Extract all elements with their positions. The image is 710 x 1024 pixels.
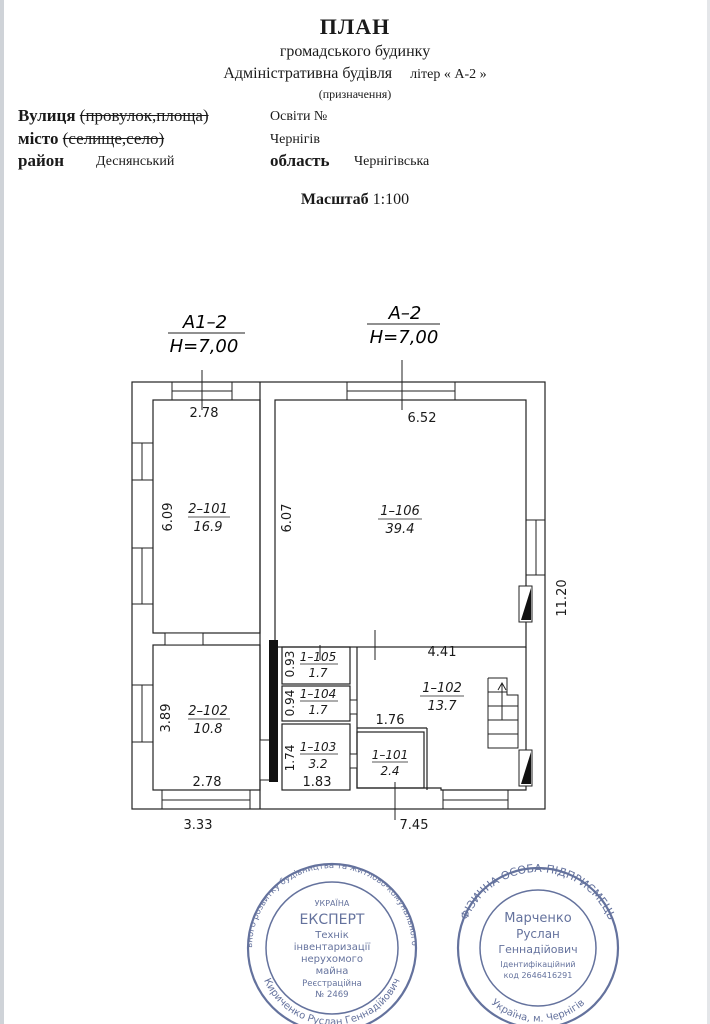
room-label-area: 39.4 <box>386 522 415 537</box>
document-subtitle: громадського будинку <box>279 43 431 60</box>
room-label-id: 1–105 <box>300 650 337 664</box>
right-stamp-line: Ідентифікаційний <box>500 960 575 969</box>
dim-label: 1.83 <box>303 775 332 790</box>
staircase <box>487 677 519 749</box>
right-stamp-line: Геннадійович <box>498 943 577 956</box>
room-label-area: 10.8 <box>194 722 223 737</box>
purpose-note: (призначення) <box>318 87 392 101</box>
region-label: область <box>270 151 330 170</box>
left-stamp-line: Реєстраційна <box>302 979 362 989</box>
scale-label: Масштаб <box>300 191 369 208</box>
building-name: Адміністративна будівля <box>223 65 393 82</box>
city-value: Чернігів <box>270 132 320 147</box>
dim-label: 3.89 <box>159 704 174 733</box>
left-stamp-line: нерухомого <box>301 954 363 965</box>
section-tags: А1–2 Н=7,00 А–2 Н=7,00 <box>168 303 440 410</box>
district-label: район <box>18 151 65 170</box>
room-label-area: 16.9 <box>194 520 223 535</box>
room-label-area: 1.7 <box>308 703 327 717</box>
scale-line: Масштаб 1:100 <box>0 191 710 209</box>
door-1-104 <box>349 699 358 715</box>
dim-label: 4.41 <box>428 645 457 660</box>
room-1-105-outline <box>281 646 351 685</box>
left-stamp-word: ЕКСПЕРТ <box>300 912 365 928</box>
room-label-id: 1–101 <box>372 748 409 762</box>
room-label-id: 2–101 <box>188 502 228 517</box>
room-label-id: 1–103 <box>300 740 337 754</box>
left-stamp-line: майна <box>316 966 349 977</box>
room-label-id: 2–102 <box>188 704 228 719</box>
room-label-id: 1–102 <box>422 681 462 696</box>
thick-partition <box>269 640 278 782</box>
room-label-area: 3.2 <box>308 757 327 771</box>
dim-label: 6.52 <box>408 411 437 426</box>
dim-label: 1.76 <box>376 713 405 728</box>
room-1-106-outline <box>274 399 527 648</box>
dim-label: 6.09 <box>161 503 176 532</box>
window-marks <box>132 382 545 809</box>
dim-label: 7.45 <box>400 818 429 833</box>
vent-lower-fill <box>521 752 531 784</box>
tag-a-2-name: А–2 <box>388 303 422 324</box>
city-struck: (селище,село) <box>62 129 165 148</box>
left-stamp-country: УКРАЇНА <box>315 898 350 908</box>
room-labels: 2–101 16.9 2–102 10.8 1–106 39.4 1–105 1… <box>188 502 464 778</box>
room-label-id: 1–106 <box>380 504 420 519</box>
page-edge-right <box>707 0 710 1024</box>
right-stamp-line: Руслан <box>516 927 560 941</box>
right-stamp: ФІЗИЧНА ОСОБА-ПІДПРИЄМЕЦЬ Україна, м. Че… <box>456 862 620 1024</box>
right-stamp-line: Марченко <box>504 911 571 926</box>
scale-value: 1:100 <box>372 191 410 208</box>
door-2-101 <box>164 632 204 646</box>
dim-label: 1.74 <box>283 745 297 772</box>
vent-shafts <box>269 585 533 787</box>
dim-label: 2.78 <box>193 775 222 790</box>
street-struck: (провулок,площа) <box>79 106 209 125</box>
dimension-labels: 2.78 6.52 6.09 6.07 11.20 4.41 0.93 0.94… <box>159 406 570 833</box>
left-stamp-line: Технік <box>314 929 349 941</box>
right-stamp-line: код 2646416291 <box>504 971 573 980</box>
dim-label: 11.20 <box>555 579 570 616</box>
room-label-area: 13.7 <box>428 699 458 714</box>
tag-a1-2-height: Н=7,00 <box>170 336 239 357</box>
room-label-id: 1–104 <box>300 687 337 701</box>
city-label: місто (селище,село) <box>18 129 165 148</box>
street-value: Освіти № <box>270 109 328 124</box>
dim-label: 2.78 <box>190 406 219 421</box>
door-1-103 <box>349 753 358 769</box>
wall-lines <box>131 381 546 810</box>
vent-upper-fill <box>521 588 531 620</box>
building-line: Адміністративна будівля літер « А-2 » <box>0 65 710 83</box>
street-label: Вулиця (провулок,площа) <box>18 106 209 125</box>
left-stamp-line: № 2469 <box>315 990 348 1000</box>
dim-label: 0.94 <box>283 690 297 717</box>
page-edge-left <box>0 0 4 1024</box>
document-title: ПЛАН <box>319 14 391 39</box>
dim-label: 3.33 <box>184 818 213 833</box>
left-stamp-ring: Міністерство регіонального розвитку буді… <box>0 0 419 949</box>
tag-a-2-height: Н=7,00 <box>370 327 439 348</box>
room-label-area: 1.7 <box>308 666 327 680</box>
dim-label: 6.07 <box>280 504 295 533</box>
district-value: Деснянський <box>96 154 175 169</box>
tag-a1-2-name: А1–2 <box>182 312 227 333</box>
outer-wall-outline <box>131 381 546 810</box>
building-litera: літер « А-2 » <box>410 67 487 82</box>
room-label-area: 2.4 <box>380 764 399 778</box>
dim-label: 0.93 <box>283 651 297 678</box>
region-value: Чернігівська <box>354 154 430 169</box>
left-stamp-line: інвентаризації <box>294 941 371 953</box>
